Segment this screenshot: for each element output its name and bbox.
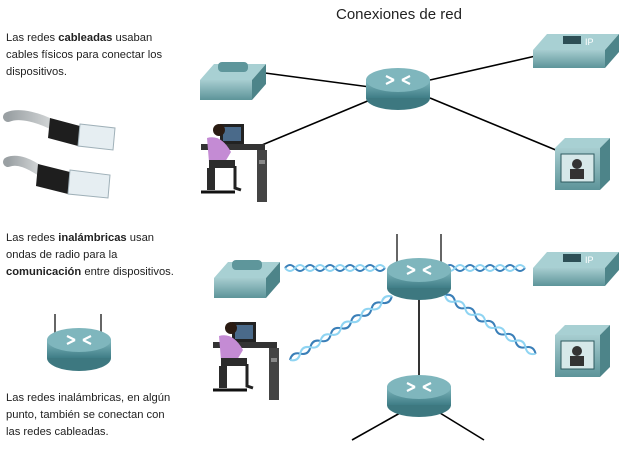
svg-text:IP: IP [585, 255, 594, 265]
ip-phone-icon-wired: IP [533, 34, 619, 68]
wireless-description: Las redes inalámbricas usan ondas de rad… [6, 232, 174, 278]
ip-phone-icon-wireless: IP [533, 252, 619, 286]
user-workstation-icon-wired [201, 124, 267, 202]
wireless-links [284, 264, 537, 362]
svg-text:IP: IP [585, 37, 594, 47]
router-icon-legend [47, 314, 111, 371]
diagram-title: Conexiones de red [336, 6, 462, 23]
wired-description: Las redes cableadas usaban cables físico… [6, 32, 163, 78]
phone-icon-wired [200, 62, 266, 100]
router-icon-wireless [387, 234, 451, 300]
router-icon-bottom [387, 375, 451, 417]
ethernet-cable-icon [3, 110, 116, 199]
video-device-icon-wireless [555, 325, 610, 377]
video-device-icon-wired [555, 138, 610, 190]
user-workstation-icon-wireless [213, 322, 279, 400]
wired-links [261, 54, 564, 441]
phone-icon-wireless [214, 260, 280, 298]
router-icon-wired-top [366, 68, 430, 110]
hybrid-description: Las redes inalámbricas, en algún punto, … [6, 392, 171, 438]
